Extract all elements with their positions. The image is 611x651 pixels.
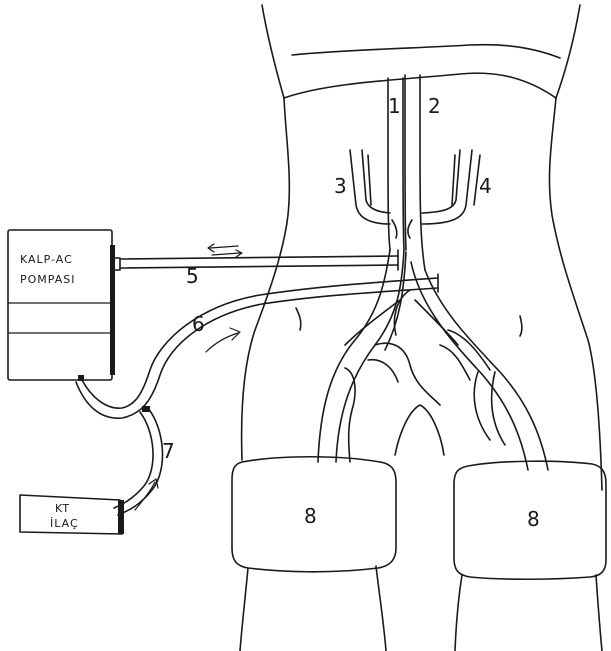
label-8-right: 8 (527, 507, 540, 531)
tube-6 (76, 274, 438, 418)
iliac-vessels (318, 250, 548, 470)
label-1: 1 (388, 94, 401, 118)
body-outline (240, 5, 602, 651)
pump-label-line1: KALP-AC (20, 253, 73, 266)
drug-label-line1: KT (55, 502, 70, 515)
label-8-left: 8 (304, 504, 317, 528)
label-4: 4 (479, 174, 492, 198)
label-6: 6 (192, 312, 205, 336)
drug-box: KT İLAÇ (20, 495, 124, 534)
label-2: 2 (428, 94, 441, 118)
label-7: 7 (162, 439, 175, 463)
tube-7 (114, 406, 163, 515)
label-3: 3 (334, 174, 347, 198)
label-5: 5 (186, 264, 199, 288)
drug-label-line2: İLAÇ (50, 517, 79, 530)
heart-lung-pump: KALP-AC POMPASI (8, 230, 120, 380)
great-vessels (350, 75, 480, 270)
pump-label-line2: POMPASI (20, 273, 75, 286)
tube-5 (120, 244, 398, 270)
